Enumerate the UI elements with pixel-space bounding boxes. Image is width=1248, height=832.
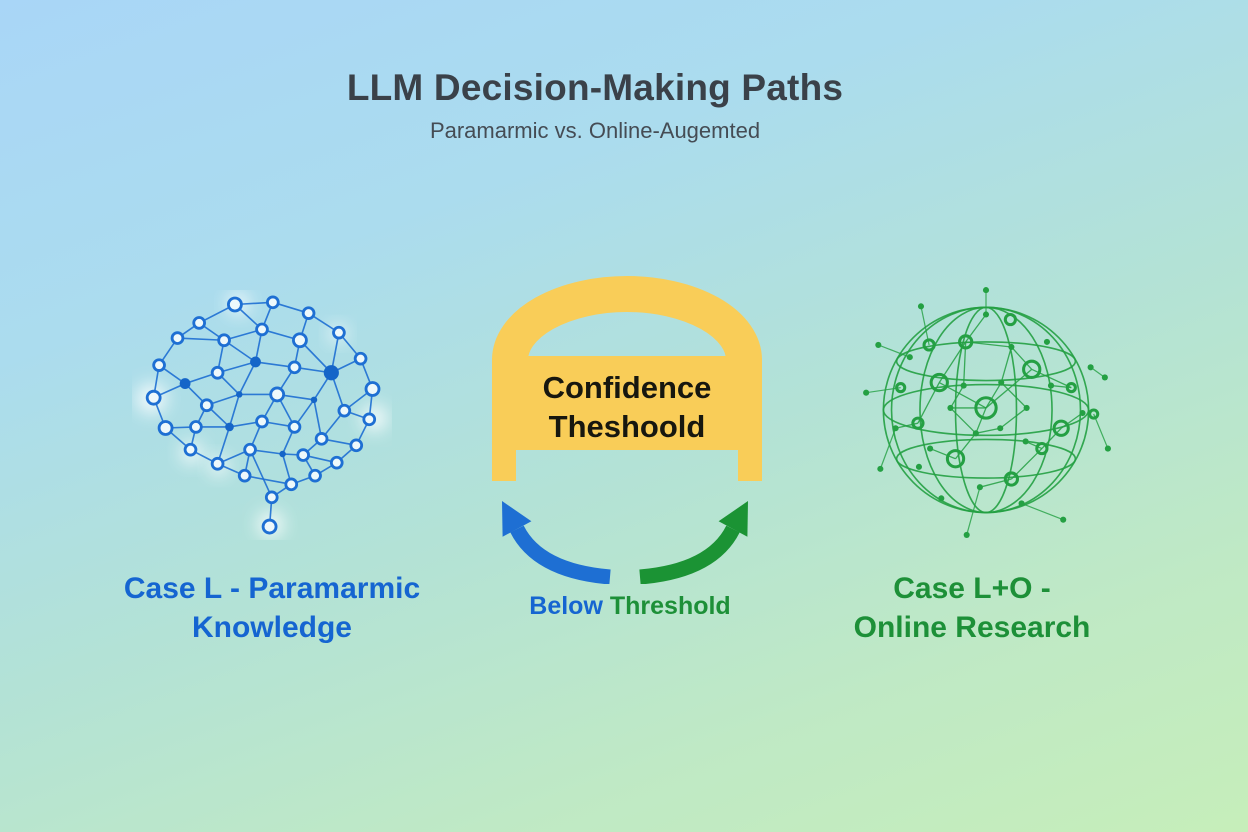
case-l-line2: Knowledge [191,611,352,644]
brain-network-icon [132,290,392,540]
header: LLM Decision-Making Paths Paramarmic vs.… [0,66,1190,145]
confidence-threshold-gate: Confidence Theshoold [487,272,767,484]
case-lo-label: Case L+O - Online Research [782,569,1162,647]
case-lo-line1: Case L+O - [893,572,1051,605]
below-threshold-label: Below Threshold [430,591,830,621]
threshold-word: Threshold [609,592,731,620]
branch-arrows [488,492,768,585]
network-globe-icon [858,284,1114,540]
case-l-line1: Case L - Paramarmic [123,572,421,605]
case-lo-line2: Online Research [853,611,1091,644]
gate-label-line1: Confidence [542,370,712,405]
brain-network-svg [136,292,388,538]
curved-arrow-up-right-icon [639,501,748,585]
below-word: Below [529,592,603,620]
curved-arrow-up-left-icon [502,501,611,585]
case-l-label: Case L - Paramarmic Knowledge [82,569,462,647]
threshold-gate-icon [492,276,762,481]
threshold-gate-label: Confidence Theshoold [487,368,767,446]
page-title: LLM Decision-Making Paths [346,67,844,108]
gate-label-line2: Theshoold [548,409,706,444]
page-subtitle: Paramarmic vs. Online-Augemted [429,118,761,143]
network-globe-svg [863,287,1111,538]
